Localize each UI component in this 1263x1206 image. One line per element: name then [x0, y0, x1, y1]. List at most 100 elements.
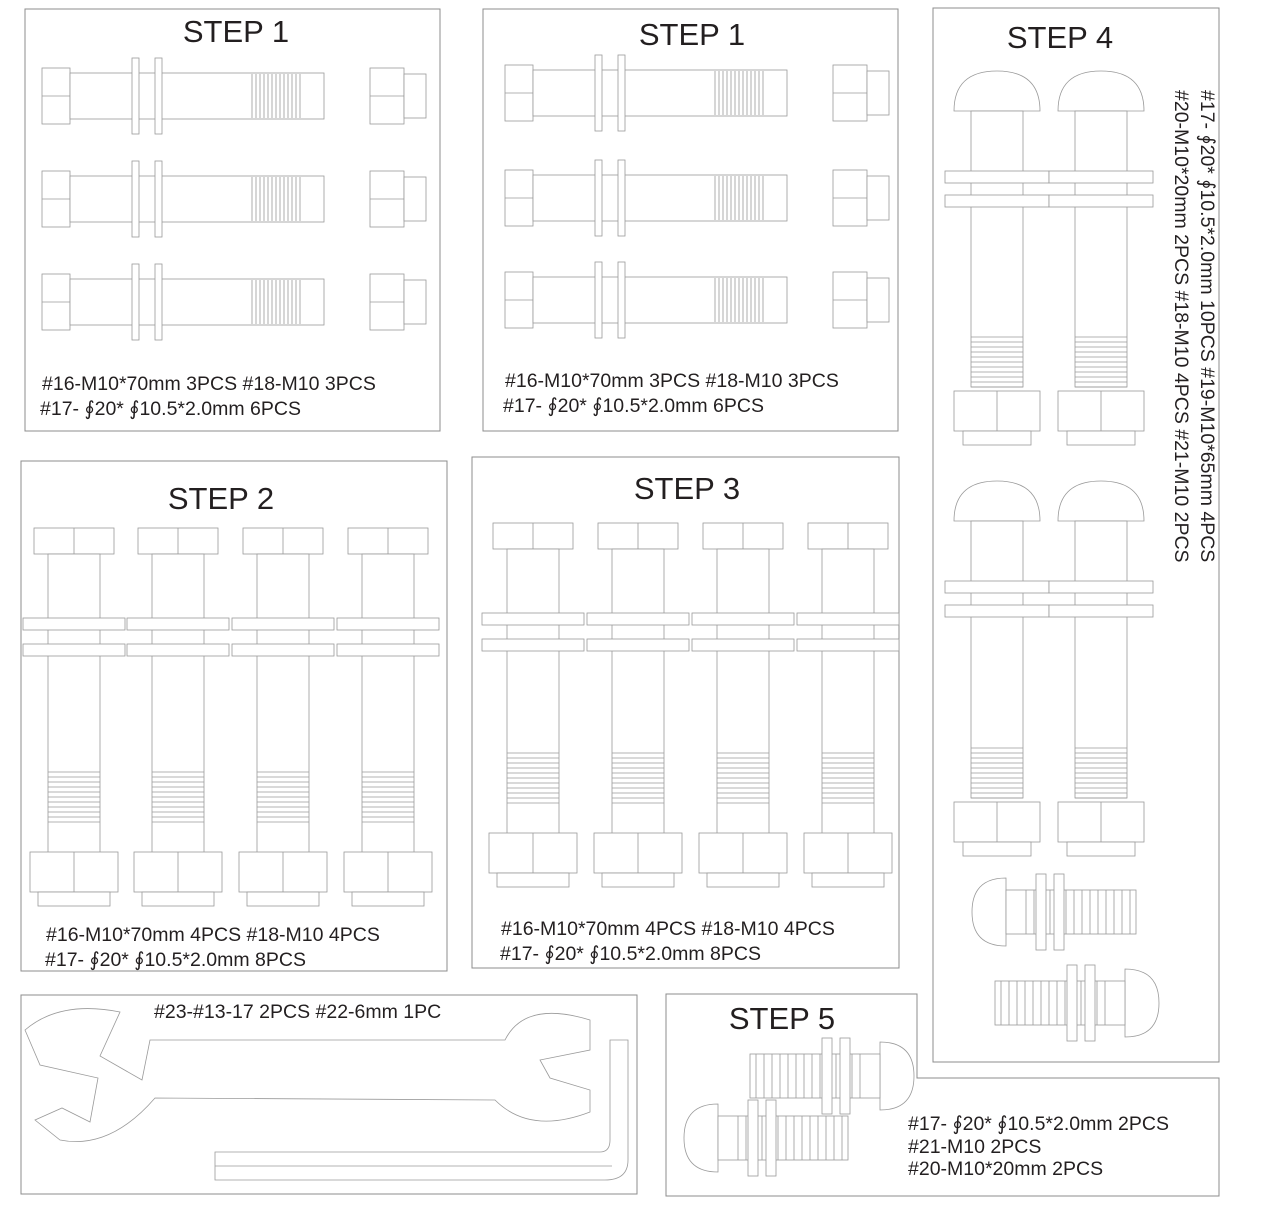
step3-label-2: #17- ∮20* ∮10.5*2.0mm 8PCS [500, 943, 761, 965]
bolt-thread [612, 752, 664, 804]
nylon-insert [962, 430, 1032, 446]
bolt-thread [1000, 981, 1106, 1025]
dome-bolt [944, 70, 1050, 446]
tools-label: #23-#13-17 2PCS #22-6mm 1PC [154, 1001, 441, 1023]
bolt-thread [251, 177, 301, 221]
nylon-insert [706, 872, 780, 888]
bolt-thread [822, 752, 874, 804]
hex-bolt [691, 522, 795, 888]
step3-label-1: #16-M10*70mm 4PCS #18-M10 4PCS [501, 918, 835, 940]
bolt-thread [362, 771, 414, 823]
step2-title: STEP 2 [168, 481, 274, 516]
washer [481, 638, 585, 652]
step2-label-1: #16-M10*70mm 4PCS #18-M10 4PCS [46, 924, 380, 946]
step2-label-2: #17- ∮20* ∮10.5*2.0mm 8PCS [45, 949, 306, 971]
washer [594, 54, 603, 132]
washer [1048, 170, 1154, 184]
panel-step2 [20, 460, 448, 972]
bolt-shank [716, 548, 770, 840]
washer [1084, 964, 1096, 1042]
bolt-dome-head [971, 877, 1007, 947]
step4-bolts [944, 70, 1160, 1042]
panel-step1-left [24, 8, 441, 432]
step4-title: STEP 4 [1007, 20, 1113, 55]
step1-right-bolts [504, 54, 890, 339]
washer [839, 1037, 851, 1115]
nylon-insert [403, 73, 427, 119]
nylon-insert [962, 841, 1032, 857]
washer [821, 1037, 833, 1115]
bolt-thread [48, 771, 100, 823]
bolt-thread [257, 771, 309, 823]
bolt-shank [1074, 110, 1128, 388]
hex-bolt [41, 57, 427, 135]
washer [231, 617, 335, 631]
bolt-shank [1005, 889, 1137, 935]
bolt-thread [714, 71, 764, 115]
nylon-insert [37, 891, 111, 907]
washer [154, 263, 163, 341]
washer [586, 612, 690, 626]
washer [747, 1099, 759, 1177]
washer [796, 612, 900, 626]
bolt-shank [970, 110, 1024, 388]
hex-bolt [504, 159, 890, 237]
washer [231, 643, 335, 657]
bolt-shank [1074, 520, 1128, 799]
step4-label-1: #17- ∮20* ∮10.5*2.0mm 10PCS #19-M10*65mm… [1196, 90, 1218, 562]
bolt-dome-head [953, 70, 1041, 112]
washer [154, 160, 163, 238]
bolt-shank [47, 553, 101, 859]
bolt-shank [994, 980, 1126, 1026]
step3-bolts [481, 522, 900, 888]
washer [944, 580, 1050, 594]
dome-bolt [944, 480, 1050, 857]
bolt-thread [971, 747, 1023, 799]
washer [481, 612, 585, 626]
bolt-dome-head [1057, 480, 1145, 522]
hex-bolt [41, 263, 427, 341]
bolt-thread [714, 278, 764, 322]
bolt-shank [970, 520, 1024, 799]
bolt-thread [717, 752, 769, 804]
washer [594, 261, 603, 339]
bolt-thread [507, 752, 559, 804]
nylon-insert [866, 175, 890, 221]
nylon-insert [496, 872, 570, 888]
washer [594, 159, 603, 237]
step5-label-1: #17- ∮20* ∮10.5*2.0mm 2PCS [908, 1113, 1169, 1135]
bolt-shank [611, 548, 665, 840]
washer [617, 261, 626, 339]
nylon-insert [403, 279, 427, 325]
washer [336, 643, 440, 657]
panel-step4 [932, 7, 1220, 1063]
nylon-insert [866, 277, 890, 323]
washer [22, 617, 126, 631]
nylon-insert [141, 891, 215, 907]
bolt-dome-head [1124, 968, 1160, 1038]
panel-step1-right [482, 8, 899, 432]
nylon-insert [1066, 841, 1136, 857]
step5-title: STEP 5 [729, 1001, 835, 1036]
washer [131, 57, 140, 135]
washer [691, 612, 795, 626]
bolt-shank [717, 1115, 849, 1161]
hex-bolt [41, 160, 427, 238]
washer [131, 160, 140, 238]
step1-right-title: STEP 1 [639, 17, 745, 52]
washer [944, 170, 1050, 184]
nylon-insert [1066, 430, 1136, 446]
washer [154, 57, 163, 135]
washer [131, 263, 140, 341]
dome-bolt [1048, 480, 1154, 857]
washer [336, 617, 440, 631]
short-dome-bolt [683, 1099, 849, 1177]
hex-bolt [22, 527, 126, 907]
panel-step5 [665, 993, 1220, 1197]
bolt-thread [251, 74, 301, 118]
step1-left-label-2: #17- ∮20* ∮10.5*2.0mm 6PCS [40, 398, 301, 420]
washer [1048, 604, 1154, 618]
hex-bolt [796, 522, 900, 888]
bolt-shank [532, 69, 788, 117]
